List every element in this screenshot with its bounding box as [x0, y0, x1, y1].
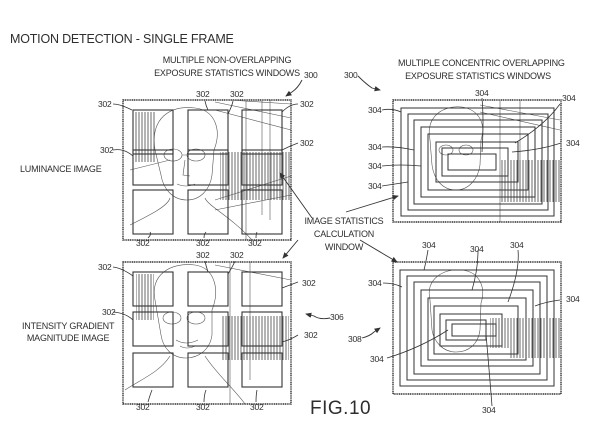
ref-308: 308: [348, 334, 362, 344]
ref-302: 302: [102, 307, 116, 317]
ref-302: 302: [136, 402, 150, 412]
ref-302: 302: [304, 330, 318, 340]
ref-304: 304: [566, 294, 580, 304]
caption-line: CALCULATION: [313, 229, 375, 239]
ref-302: 302: [196, 238, 210, 248]
ref-302: 302: [196, 250, 210, 260]
caption-line: MULTIPLE CONCENTRIC OVERLAPPING: [398, 58, 565, 68]
panel-gradient-grid: [112, 260, 299, 405]
concentric-windows: [400, 107, 555, 217]
ref-304: 304: [475, 88, 489, 98]
ref-302: 302: [136, 238, 150, 248]
ref-302: 302: [230, 89, 244, 99]
caption-line: MULTIPLE NON-OVERLAPPING: [162, 55, 292, 65]
ref-304: 304: [482, 405, 496, 415]
caption-line: MAGNITUDE IMAGE: [26, 333, 110, 343]
ref-304: 304: [368, 105, 382, 115]
ref-304: 304: [368, 161, 382, 171]
ref-304: 304: [368, 278, 382, 288]
ref-302: 302: [248, 238, 262, 248]
figure-label: FIG.10: [310, 398, 372, 419]
ref-302: 302: [302, 278, 316, 288]
ref-302: 302: [230, 250, 244, 260]
ref-306: 306: [330, 312, 344, 322]
panel-gradient-concentric: [382, 249, 562, 407]
ref-304: 304: [562, 93, 576, 103]
ref-302: 302: [100, 145, 114, 155]
caption-calc-window: IMAGE STATISTICS CALCULATION WINDOW: [304, 215, 384, 254]
caption-line: EXPOSURE STATISTICS WINDOWS: [405, 71, 551, 81]
grid-windows: [132, 109, 283, 235]
ref-302: 302: [196, 89, 210, 99]
leader-lines: [279, 75, 399, 339]
caption-concentric: MULTIPLE CONCENTRIC OVERLAPPING EXPOSURE…: [398, 57, 565, 83]
ref-304: 304: [370, 354, 384, 364]
ref-302: 302: [250, 402, 264, 412]
ref-300-left: 300: [304, 70, 318, 80]
caption-line: EXPOSURE STATISTICS WINDOWS: [154, 68, 300, 78]
caption-line: INTENSITY GRADIENT: [22, 321, 115, 331]
grid-windows: [132, 271, 283, 388]
ref-302: 302: [196, 402, 210, 412]
ref-304: 304: [422, 240, 436, 250]
ref-304: 304: [510, 240, 524, 250]
ref-302: 302: [98, 262, 112, 272]
ref-302: 302: [98, 99, 112, 109]
panel-luminance-concentric: [381, 97, 562, 223]
label-gradient-image: INTENSITY GRADIENT MAGNITUDE IMAGE: [22, 320, 114, 344]
label-luminance-image: LUMINANCE IMAGE: [20, 164, 102, 174]
ref-302: 302: [300, 138, 314, 148]
figure-title: MOTION DETECTION - SINGLE FRAME: [10, 32, 234, 46]
caption-non-overlapping: MULTIPLE NON-OVERLAPPING EXPOSURE STATIS…: [152, 54, 302, 80]
ref-302: 302: [300, 99, 314, 109]
concentric-windows: [399, 269, 555, 387]
panel-luminance-grid: [112, 99, 299, 241]
caption-line: IMAGE STATISTICS: [304, 216, 384, 226]
ref-300-right: 300: [344, 70, 358, 80]
ref-304: 304: [566, 138, 580, 148]
caption-line: WINDOW: [324, 242, 364, 252]
ref-304: 304: [368, 181, 382, 191]
ref-304: 304: [470, 244, 484, 254]
ref-304: 304: [368, 142, 382, 152]
